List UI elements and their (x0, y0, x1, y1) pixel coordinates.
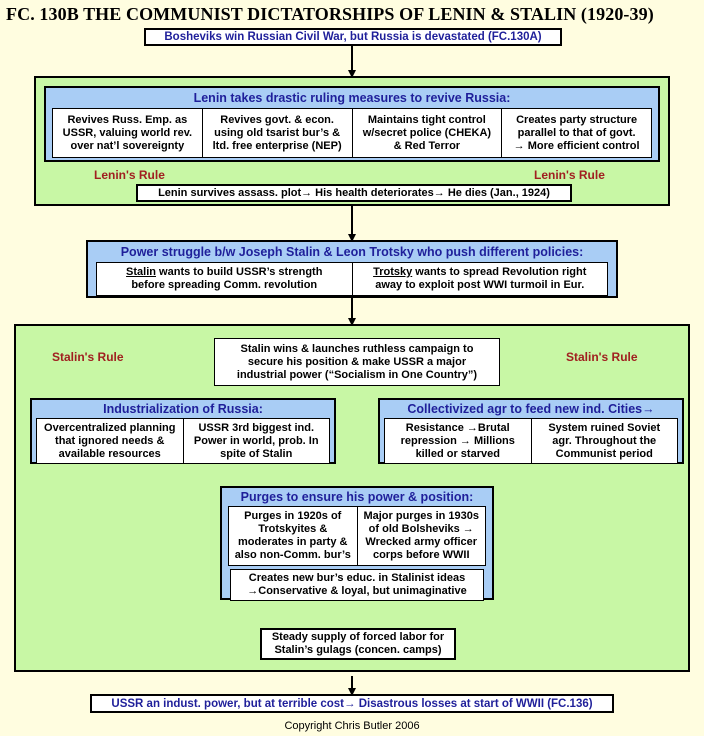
page-title: FC. 130B THE COMMUNIST DICTATORSHIPS OF … (6, 4, 654, 24)
purges-bottom-box: Creates new bur’s educ. in Stalinist ide… (230, 569, 484, 601)
industrial-cell-2: USSR 3rd biggest ind.Power in world, pro… (182, 419, 330, 463)
lenin-rule-right: Lenin's Rule (534, 168, 605, 182)
bottom-box: USSR an indust. power, but at terrible c… (90, 694, 614, 713)
top-box: Bosheviks win Russian Civil War, but Rus… (144, 28, 562, 46)
collectivized-box: Collectivized agr to feed new ind. Citie… (378, 398, 684, 464)
stalin-rule-left: Stalin's Rule (52, 350, 124, 364)
lenin-rule-left: Lenin's Rule (94, 168, 165, 182)
stalin-rule-right: Stalin's Rule (566, 350, 638, 364)
purges-header: Purges to ensure his power & position: (240, 490, 474, 504)
copyright: Copyright Chris Butler 2006 (284, 720, 420, 732)
industrialization-header: Industrialization of Russia: (103, 402, 263, 416)
lenin-measures-box: Lenin takes drastic ruling measures to r… (44, 86, 660, 162)
stalin-wins-box: Stalin wins & launches ruthless campaign… (214, 338, 500, 386)
lenin-section: Lenin takes drastic ruling measures to r… (34, 76, 670, 206)
trotsky-policy: Trotsky wants to spread Revolution right… (351, 263, 608, 295)
power-struggle-box: Power struggle b/w Joseph Stalin & Leon … (86, 240, 618, 298)
purges-box: Purges to ensure his power & position: P… (220, 486, 494, 601)
lenin-survives-box: Lenin survives assass. plot→ His health … (136, 184, 572, 202)
collectivized-header: Collectivized agr to feed new ind. Citie… (407, 402, 655, 416)
industrialization-box: Industrialization of Russia: Overcentral… (30, 398, 336, 464)
power-header: Power struggle b/w Joseph Stalin & Leon … (120, 245, 584, 259)
lenin-header: Lenin takes drastic ruling measures to r… (193, 91, 511, 105)
lenin-measure-2: Revives govt. & econ.using old tsarist b… (201, 109, 352, 157)
